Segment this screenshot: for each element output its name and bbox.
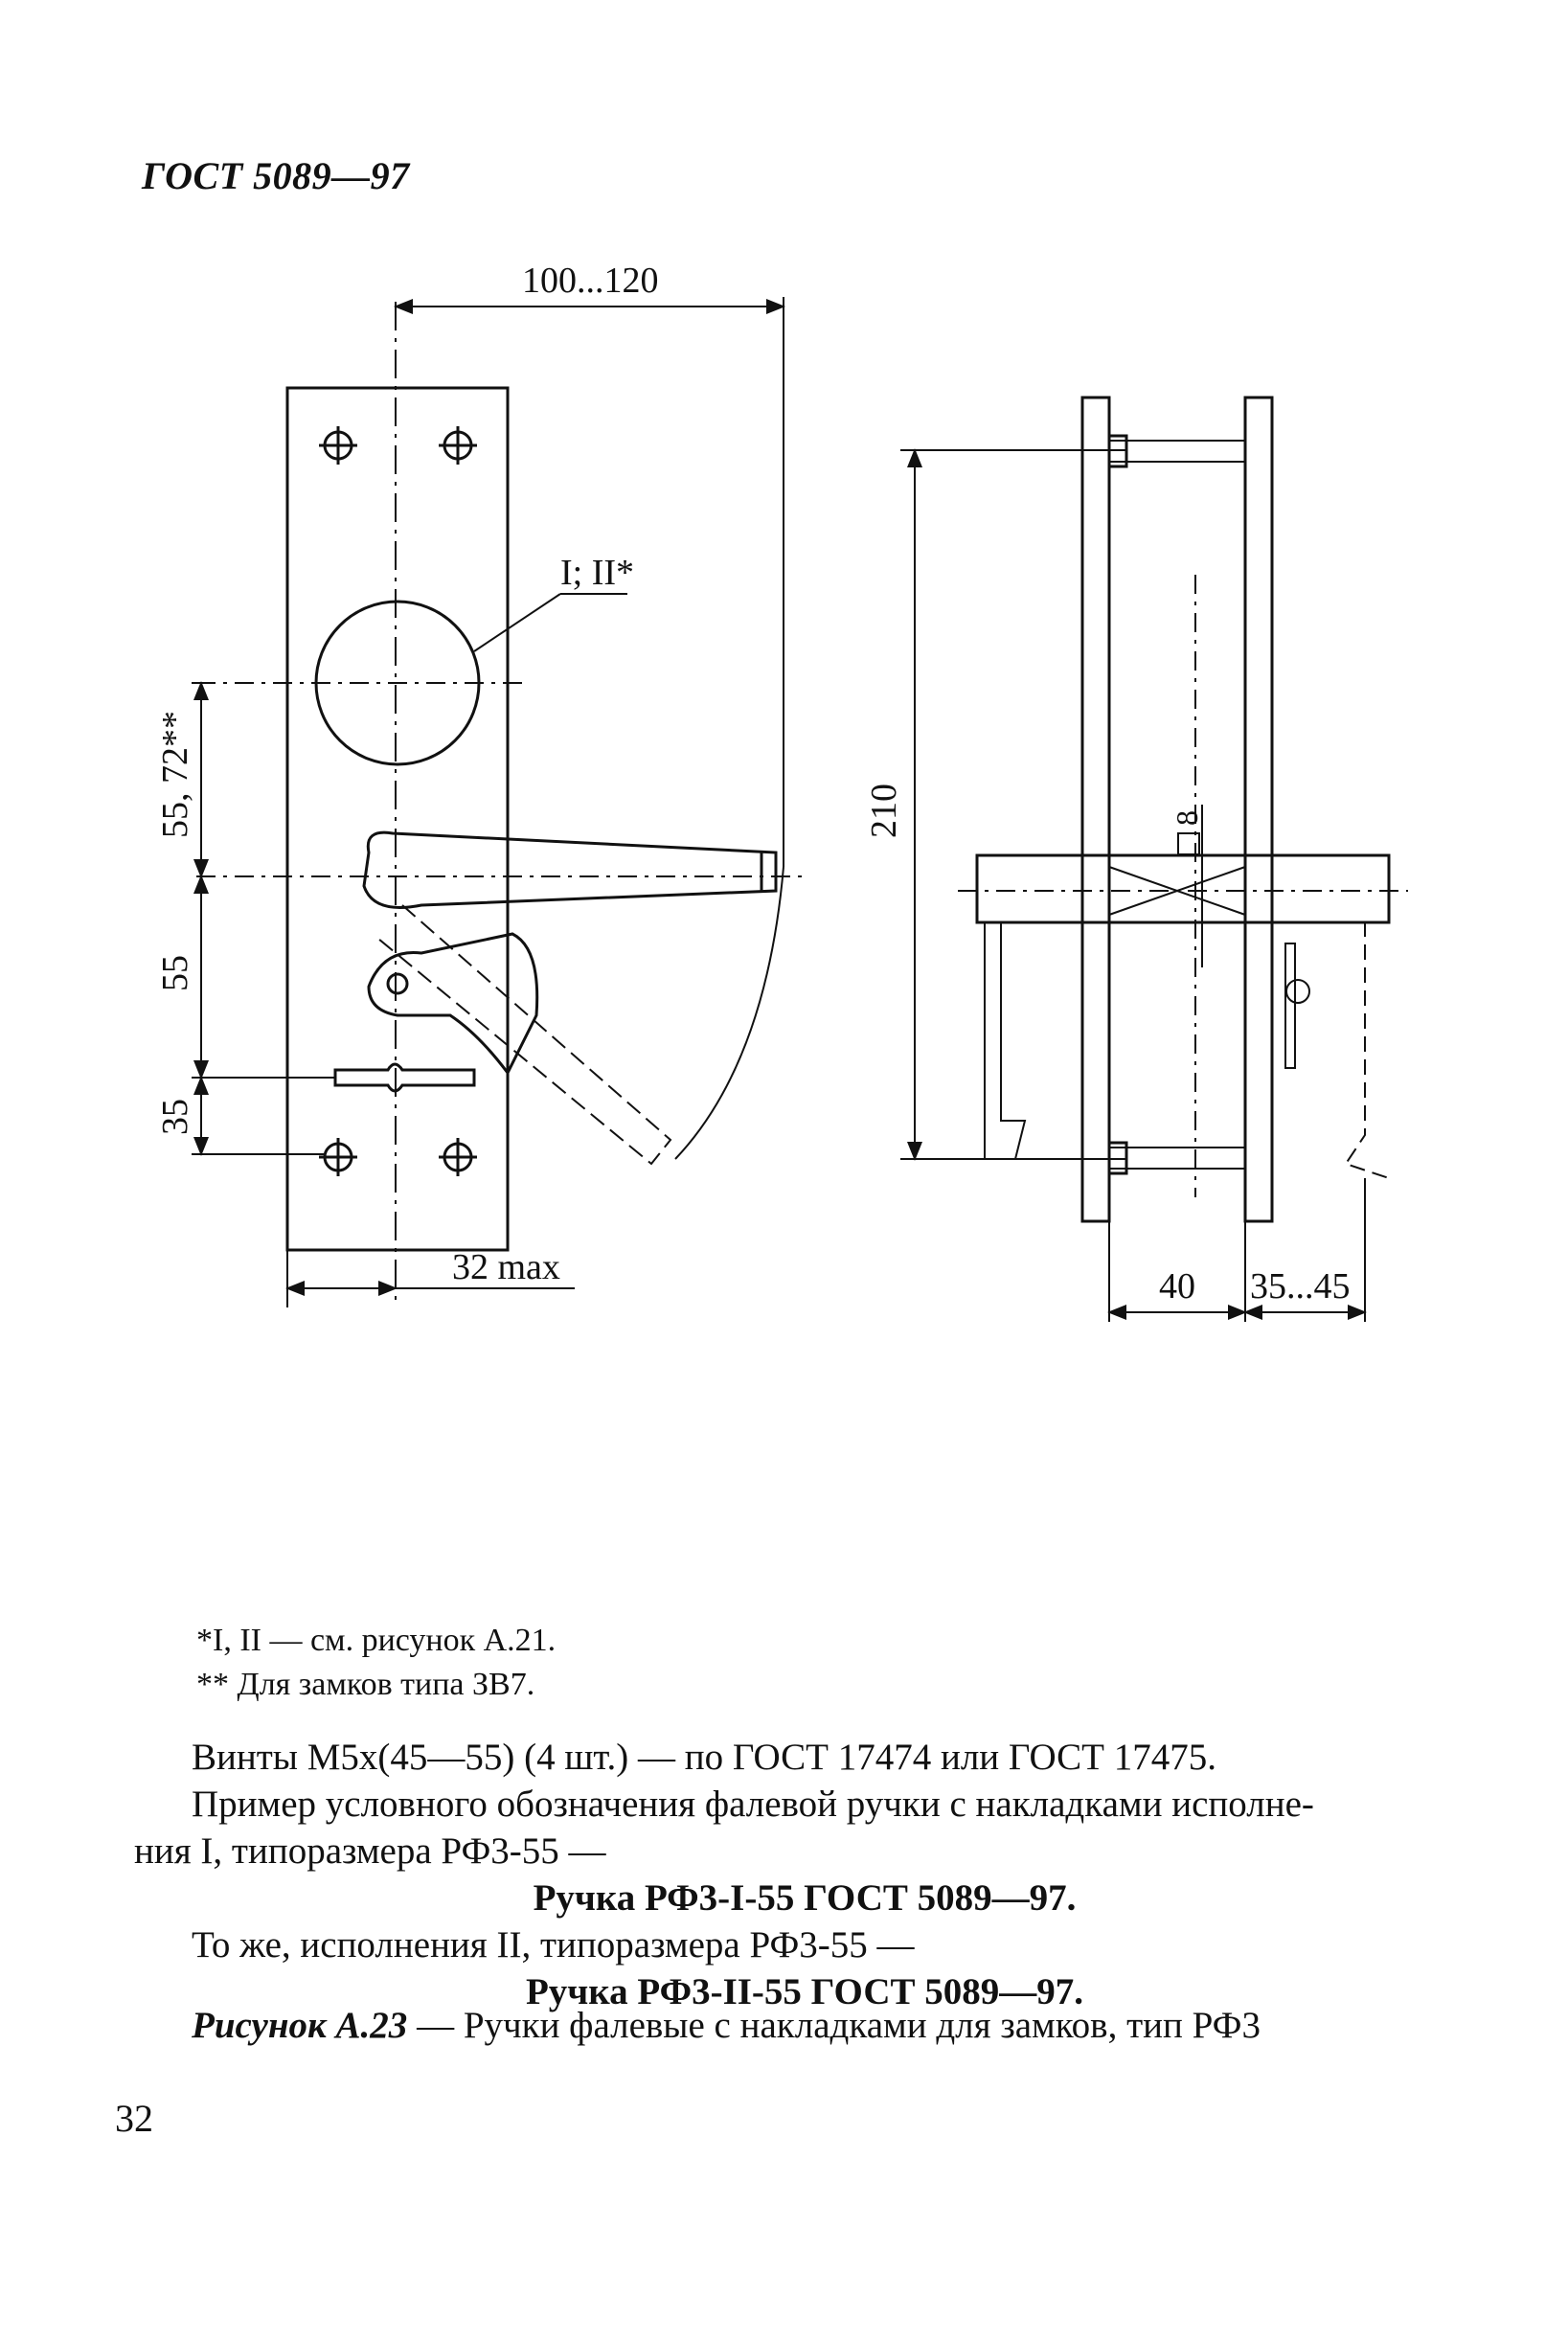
side-plate-right (1243, 396, 1274, 1223)
dim-square: 8 (1170, 810, 1204, 826)
dim-top-width: 100...120 (522, 261, 659, 301)
body-text: Винты М5х(45—55) (4 шт.) — по ГОСТ 17474… (134, 1734, 1422, 2015)
page-number: 32 (115, 2097, 153, 2140)
footnotes: *I, II — см. рисунок А.21. ** Для замков… (196, 1619, 556, 1707)
swing-arc (674, 866, 784, 1160)
caption-label: Рисунок А.23 (192, 2005, 408, 2046)
dim-bottom: 32 max (452, 1247, 560, 1287)
latch (367, 932, 539, 1076)
dim-left-upper: 55, 72** (155, 711, 195, 838)
dim-side-left: 40 (1159, 1266, 1195, 1307)
figure-caption: Рисунок А.23 — Ручки фалевые с накладкам… (192, 2004, 1261, 2047)
handle-lever (362, 830, 778, 909)
screw-holes-front (319, 426, 477, 1176)
designation-1: Ручка РФ3-I-55 ГОСТ 5089—97. (533, 1877, 1077, 1919)
front-plate (285, 386, 510, 1252)
dim-height: 210 (864, 784, 904, 838)
example-intro-line-1: Пример условного обозначения фалевой руч… (192, 1784, 1314, 1825)
dim-side-right: 35...45 (1250, 1266, 1351, 1307)
caption-text: — Ручки фалевые с накладками для замков,… (407, 2005, 1261, 2046)
footnote-1: *I, II — см. рисунок А.21. (196, 1623, 557, 1658)
dim-variant: I; II* (560, 553, 634, 593)
designation-2: Ручка РФ3-II-55 ГОСТ 5089—97. (525, 1971, 1083, 2012)
example-intro-line-2: ния I, типоразмера РФ3-55 — (134, 1830, 606, 1872)
same-text-line: То же, исполнения II, типоразмера РФ3-55… (192, 1924, 915, 1966)
dim-left-middle: 55 (155, 955, 195, 991)
screws-line: Винты М5х(45—55) (4 шт.) — по ГОСТ 17474… (192, 1737, 1216, 1778)
document-header: ГОСТ 5089—97 (142, 154, 410, 197)
side-plate-left (1080, 396, 1111, 1223)
dim-left-lower: 35 (155, 1099, 195, 1135)
footnote-2: ** Для замков типа ЗВ7. (196, 1667, 535, 1702)
key-slot (333, 1062, 476, 1093)
